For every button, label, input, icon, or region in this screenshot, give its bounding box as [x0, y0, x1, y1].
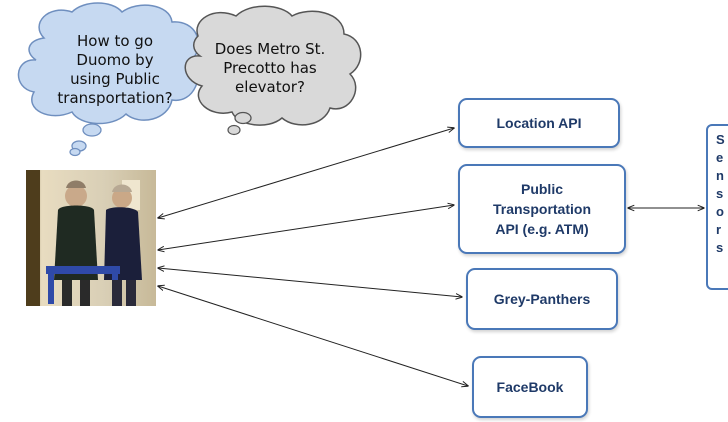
sensors-char: r — [716, 222, 722, 237]
public-transport-api-line3: API (e.g. ATM) — [495, 221, 589, 237]
facebook-box: FaceBook — [472, 356, 588, 418]
sensors-char: n — [716, 168, 724, 183]
sensors-char: S — [716, 132, 725, 147]
sensors-char: e — [716, 150, 724, 165]
sensors-char: o — [716, 204, 724, 219]
arrow-to-facebook — [158, 286, 468, 386]
grey-panthers-box: Grey-Panthers — [466, 268, 618, 330]
public-transport-api-line2: Transportation — [492, 201, 591, 217]
sensors-box: S e n s o r s — [706, 124, 728, 290]
question-right-text: Does Metro St. Precotto has elevator? — [214, 40, 326, 96]
public-transport-api-box: Public Transportation API (e.g. ATM) — [458, 164, 626, 254]
arrow-to-grey-panthers — [158, 268, 462, 297]
facebook-label: FaceBook — [496, 379, 564, 395]
arrow-to-location-api — [158, 128, 454, 218]
location-api-label: Location API — [496, 115, 582, 131]
sensors-char: s — [716, 186, 724, 201]
arrow-to-public-transport-api — [158, 205, 454, 250]
question-left-text: How to go Duomo by using Public transpor… — [57, 32, 173, 107]
public-transport-api-line1: Public — [520, 181, 563, 197]
elderly-users-photo — [26, 170, 156, 306]
sensors-char: s — [716, 240, 724, 255]
grey-panthers-label: Grey-Panthers — [493, 291, 591, 307]
thought-cloud-left — [17, 2, 200, 157]
location-api-box: Location API — [458, 98, 620, 148]
